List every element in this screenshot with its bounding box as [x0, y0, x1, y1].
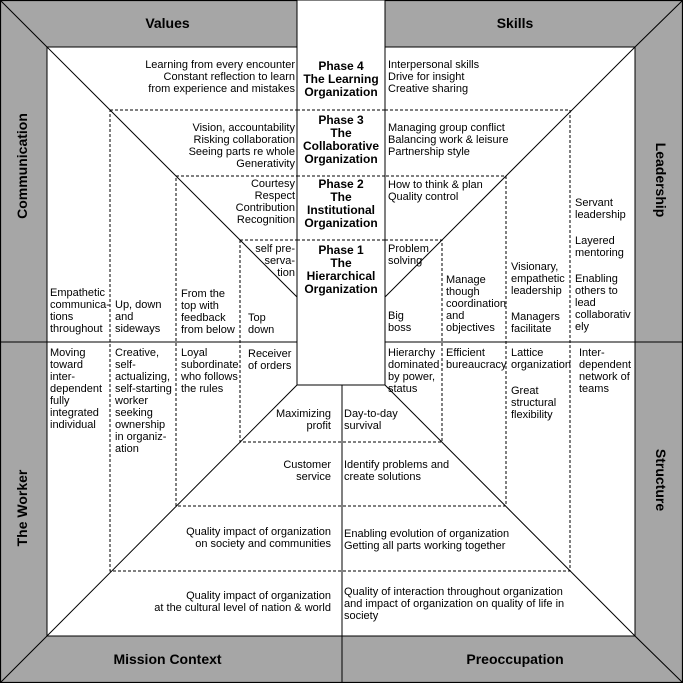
structure-phase-1: Hierarchy dominated by power, status	[388, 347, 440, 395]
communication-phase-4: Empathetic communica- tions throughout	[50, 287, 110, 335]
communication-phase-2: From the top with feedback from below	[181, 288, 235, 336]
worker-phase-2: Loyal subordinate who follows the rules	[181, 347, 239, 395]
leadership-phase-3-facilitate: Managers facilitate	[511, 311, 560, 335]
values-phase-3: Vision, accountability Risking collabora…	[188, 122, 295, 170]
worker-phase-1: Receiver of orders	[248, 348, 292, 372]
preoccupation-phase-4: Quality of interaction throughout organi…	[344, 586, 565, 622]
phase-3-label: Phase 3 The Collaborative Organization	[302, 113, 380, 166]
skills-phase-2: How to think & plan Quality control	[388, 179, 483, 203]
worker-phase-4: Moving toward inter- dependent fully int…	[50, 347, 102, 431]
values-phase-1: self pre- serva- tion	[255, 243, 295, 279]
the-worker-heading: The Worker	[14, 469, 30, 547]
mission-phase-1: Maximizing profit	[275, 408, 331, 432]
phase-2-label: Phase 2 The Institutional Organization	[304, 177, 378, 230]
structure-phase-3-flexibility: Great structural flexibility	[511, 385, 557, 421]
mission-phase-2: Customer service	[283, 459, 331, 483]
mission-context-heading: Mission Context	[113, 651, 222, 667]
communication-heading: Communication	[14, 113, 30, 219]
values-phase-2: Courtesy Respect Contribution Recognitio…	[235, 178, 295, 226]
preoccupation-heading: Preoccupation	[466, 651, 564, 667]
leadership-phase-4-servant: Servant leadership	[575, 197, 626, 221]
preoccupation-phase-2: Identify problems and create solutions	[344, 459, 450, 483]
leadership-heading: Leadership	[653, 142, 669, 218]
phase-1-label: Phase 1 The Hierarchical Organization	[304, 243, 378, 296]
skills-phase-1: Problem solving	[388, 243, 429, 267]
values-phase-4: Learning from every encounter Constant r…	[145, 59, 295, 95]
worker-phase-3: Creative, self- actualizing, self-starti…	[115, 347, 172, 455]
mission-phase-4: Quality impact of organization at the cu…	[154, 590, 331, 614]
skills-phase-4: Interpersonal skills Drive for insight C…	[388, 59, 480, 95]
leadership-phase-4-enabling: Enabling others to lead collaboratively	[575, 273, 631, 333]
preoccupation-phase-3: Enabling evolution of organization Getti…	[344, 528, 510, 552]
mission-phase-3: Quality impact of organization on societ…	[186, 526, 331, 550]
structure-heading: Structure	[653, 448, 669, 512]
communication-phase-1: Top down	[248, 312, 275, 336]
values-heading: Values	[145, 15, 190, 31]
phase-4-label: Phase 4 The Learning Organization	[303, 59, 379, 99]
skills-heading: Skills	[496, 15, 534, 31]
preoccupation-phase-1: Day-to-day survival	[344, 408, 398, 432]
leadership-phase-1: Big boss	[388, 310, 412, 334]
leadership-phase-2: Manage though coordination and objective…	[446, 274, 506, 334]
structure-phase-4: Inter- dependent network of teams	[579, 347, 631, 395]
skills-phase-3: Managing group conflict Balancing work &…	[388, 122, 509, 158]
structure-phase-3-lattice: Lattice organization	[511, 347, 571, 371]
leadership-phase-3-vision: Visionary, empathetic leadership	[511, 261, 565, 297]
structure-phase-2: Efficient bureaucracy	[446, 347, 507, 371]
leadership-phase-4-mentoring: Layered mentoring	[575, 235, 624, 259]
communication-phase-3: Up, down and sideways	[115, 299, 162, 335]
